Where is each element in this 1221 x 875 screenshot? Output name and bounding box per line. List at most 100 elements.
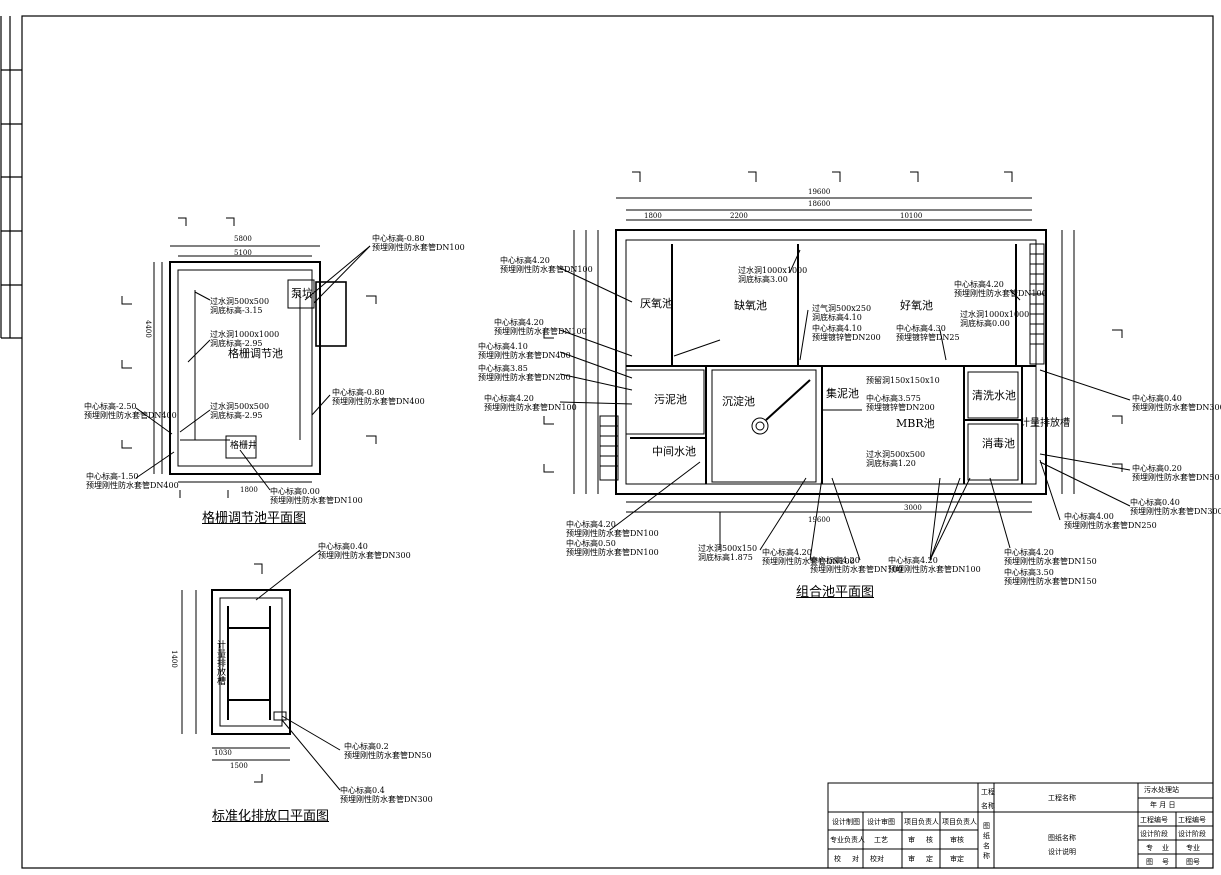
room-middle: 中间水池 <box>652 445 696 458</box>
room-mbr: MBR池 <box>896 417 935 430</box>
callout-l2: 预埋刚性防水套管DN50 <box>1132 473 1220 482</box>
tb-cell: 工程编号 <box>1178 816 1206 824</box>
outlet-plan-geometry <box>181 549 341 791</box>
callout-l1: 中心标高4.20 <box>500 256 550 265</box>
callout-l1: 中心标高0.4 <box>340 786 385 795</box>
room-anaerobic: 厌氧池 <box>640 297 673 310</box>
room-label-main: 格栅调节池 <box>228 347 283 360</box>
dim: 2200 <box>730 212 748 220</box>
callout-l2: 洞底标高-2.95 <box>210 339 263 348</box>
dim: 1030 <box>214 749 232 757</box>
tb-cell: 项目负责人 <box>904 818 939 826</box>
callout-l1: 中心标高0.00 <box>270 487 320 496</box>
callout-l1: 中心标高4.20 <box>888 556 938 565</box>
callout-l1: 中心标高4.20 <box>484 394 534 403</box>
callout-l1: 过水洞500x500 <box>210 402 270 411</box>
callout-l1: 中心标高3.575 <box>866 394 921 403</box>
callout-l2: 预埋刚性防水套管DN100 <box>494 327 587 336</box>
callout-l1: 中心标高0.40 <box>1130 498 1180 507</box>
callout-l2: 预埋刚性防水套管DN100 <box>566 529 659 538</box>
callout-l2: 预埋刚性防水套管DN50 <box>344 751 432 760</box>
callout-l2: 预埋刚性防水套管DN100 <box>484 403 577 412</box>
combined-plan-title: 组合池平面图 <box>796 585 875 600</box>
room-anoxic: 缺氧池 <box>734 299 767 312</box>
tb-drawing-label: 图纸名称 <box>1048 834 1076 842</box>
callout-l2: 预埋镀锌管DN200 <box>812 333 881 342</box>
dim: 5800 <box>234 235 252 243</box>
tb-proj-short: 工程 <box>981 788 995 796</box>
callout-l2: 预埋刚性防水套管DN150 <box>1004 557 1097 566</box>
tb-tu: 图 <box>983 822 990 830</box>
tb-cell: 专 <box>1146 844 1153 852</box>
tb-cell: 工程编号 <box>1140 816 1168 824</box>
callout-l2: 预埋刚性防水套管DN100 <box>500 265 593 274</box>
callout-l2: 预埋刚性防水套管DN200 <box>478 373 571 382</box>
dim: 10100 <box>900 212 923 220</box>
room-label-well: 格栅井 <box>230 441 258 451</box>
tb-cell: 校 <box>834 855 841 863</box>
callout-l1: 中心标高-1.50 <box>86 472 139 481</box>
callout-l1: 预留洞150x150x10 <box>866 376 940 385</box>
tb-cell: 图 <box>1146 858 1153 866</box>
callout-l2: 预埋刚性防水套管DN300 <box>1132 403 1221 412</box>
tb-cell: 业 <box>1162 844 1169 852</box>
callout-l1: 中心标高4.10 <box>478 342 528 351</box>
left-plan-geometry <box>121 217 377 498</box>
tb-date: 年 月 日 <box>1150 801 1176 809</box>
tb-cell: 定 <box>926 855 933 863</box>
tb-org: 污水处理站 <box>1144 786 1179 794</box>
callout-l1: 中心标高4.20 <box>954 280 1004 289</box>
tb-cell: 审核 <box>950 836 964 844</box>
room-collect: 集泥池 <box>826 387 859 400</box>
callout: 预留洞150x150x10 <box>866 376 940 385</box>
callout-l2: 预埋刚性防水套管DN100 <box>810 565 903 574</box>
tb-cell: 工艺 <box>874 836 888 844</box>
room-label-pump: 泵坑 <box>291 287 313 300</box>
callout-l1: 中心标高4.20 <box>494 318 544 327</box>
callout-l2: 预埋刚性防水套管DN400 <box>84 411 177 420</box>
callout-l1: 中心标高-2.50 <box>84 402 137 411</box>
tb-cell: 项目负责人 <box>942 818 977 826</box>
tb-cell: 号 <box>1162 858 1169 866</box>
callout-l2: 预埋刚性防水套管DN100 <box>954 289 1047 298</box>
dim: 18600 <box>808 200 831 208</box>
dim: 1800 <box>644 212 662 220</box>
dim: 1500 <box>230 762 248 770</box>
tb-cell: 设计阶段 <box>1178 830 1206 838</box>
callout-l1: 过水洞500x500 <box>210 297 270 306</box>
tb-cell: 专业 <box>1186 844 1200 852</box>
callout-l1: 中心标高-0.80 <box>332 388 385 397</box>
callout-l2: 洞底标高3.00 <box>738 275 788 284</box>
callout-l1: 中心标高3.50 <box>1004 568 1054 577</box>
room-sludge: 污泥池 <box>654 393 687 406</box>
tb-cell: 设计阶段 <box>1140 830 1168 838</box>
dim: 1800 <box>240 486 258 494</box>
callout-l2: 预埋刚性防水套管DN100 <box>270 496 363 505</box>
callout-l1: 中心标高4.20 <box>1004 548 1054 557</box>
callout-l2: 预埋镀锌管DN200 <box>866 403 935 412</box>
callout-l1: 过气洞500x250 <box>812 304 872 313</box>
room-aerobic: 好氧池 <box>900 299 933 312</box>
callout-l2: 洞底标高-2.95 <box>210 411 263 420</box>
callout-l2: 预埋刚性防水套管DN400 <box>478 351 571 360</box>
